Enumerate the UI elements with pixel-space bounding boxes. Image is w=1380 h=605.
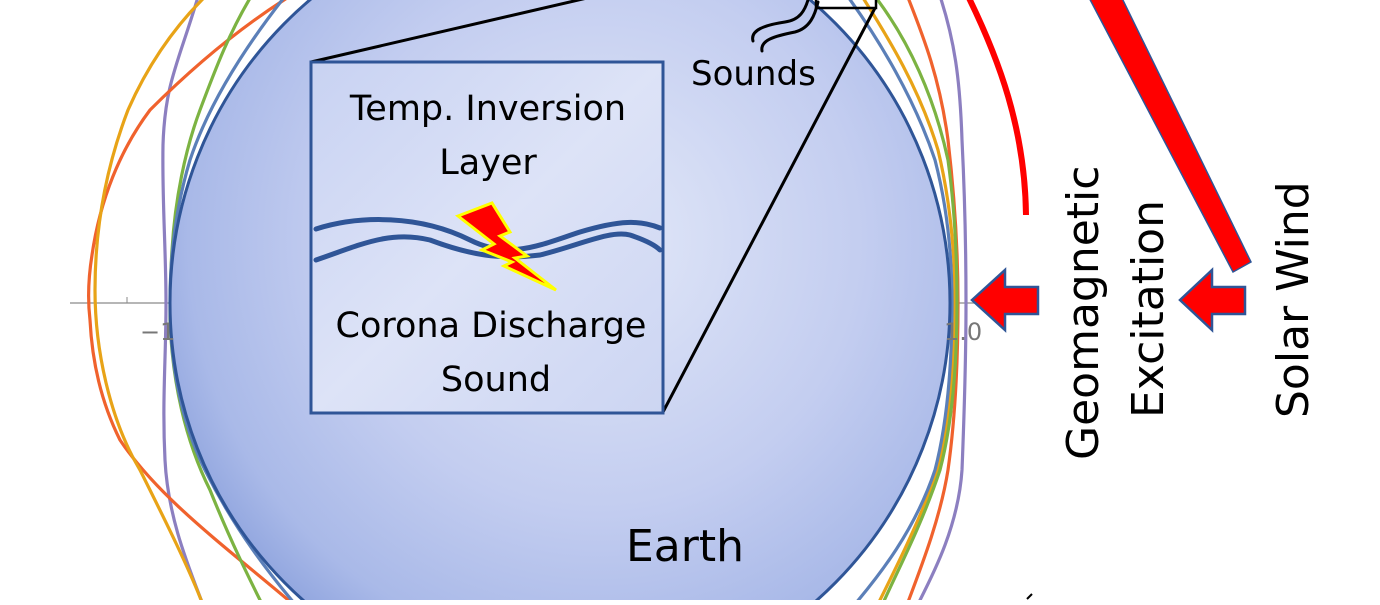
inset-caption-line1: Corona Discharge — [336, 306, 647, 346]
solar-wind-label: Solar Wind — [1268, 181, 1319, 418]
sound-wave-icon — [751, 0, 820, 53]
earth-label: Earth — [626, 521, 744, 572]
callout-lines — [310, 0, 878, 413]
partial-mark — [1026, 593, 1033, 600]
field-line-purple — [161, 0, 968, 605]
callout-source-box — [814, 0, 878, 10]
geomagnetic-label-line2: Excitation — [1123, 200, 1174, 418]
inset-title-line2: Layer — [439, 143, 537, 183]
geomagnetic-curve — [966, 0, 1029, 216]
field-line-gold — [93, 0, 957, 605]
solar-wind-arrow-icon — [1178, 267, 1247, 333]
inset-caption-line2: Sound — [441, 360, 551, 400]
lightning-bolt-icon — [454, 201, 557, 292]
axis-tick-left: −1 — [140, 318, 175, 346]
geomagnetic-label-line1: Geomagnetic — [1058, 166, 1109, 460]
sounds-label: Sounds — [691, 54, 816, 94]
inset-title-line1: Temp. Inversion — [349, 89, 626, 129]
geomagnetic-arrow-icon — [970, 267, 1040, 333]
solar-wind-band — [1089, 0, 1252, 274]
inset-panel: Temp. Inversion Layer Corona Discharge S… — [309, 60, 665, 415]
axis-tick-right: 1.0 — [944, 318, 982, 346]
